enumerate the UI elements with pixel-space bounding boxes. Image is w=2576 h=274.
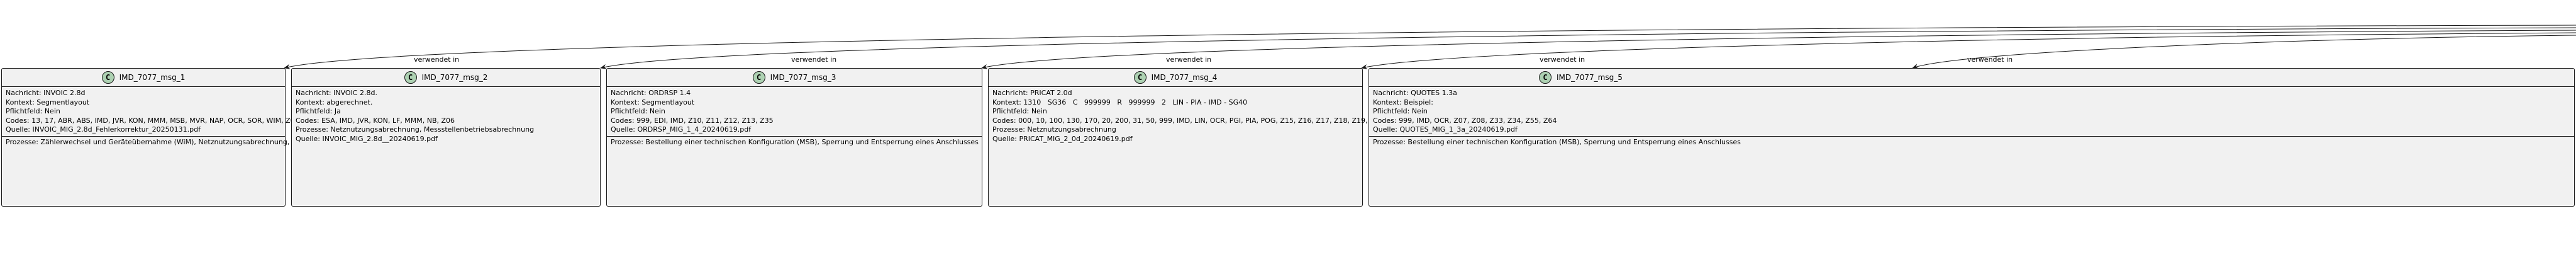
edge-to-msg-3 (981, 30, 2576, 69)
attribute-kontext: Kontext: 1310 SG36 C 999999 R 999999 2 L… (992, 98, 1248, 106)
edge-label-1: verwendet in (414, 55, 460, 64)
edge-to-msg-5 (1912, 35, 2576, 69)
class-node-msg-5[interactable]: C IMD_7077_msg_5 Nachricht: QUOTES 1.3a … (1368, 68, 2575, 207)
edge-to-msg-1 (284, 25, 2576, 69)
attribute-pflichtfeld: Pflichtfeld: Nein (1373, 107, 1428, 116)
class-node-divider (1369, 135, 2574, 137)
class-node-header: C IMD_7077_msg_3 (607, 69, 982, 87)
attribute-prozesse: Prozesse: Zählerwechsel und Geräteüberna… (6, 137, 578, 146)
attribute-kontext: Kontext: Segmentlayout (611, 98, 695, 106)
edge-label-3: verwendet in (1166, 55, 1212, 64)
attribute-nachricht: Nachricht: PRICAT 2.0d (992, 89, 1072, 97)
attribute-quelle: Quelle: INVOIC_MIG_2.8d__20240619.pdf (296, 134, 438, 143)
edge-label-5: verwendet in (1967, 55, 2013, 64)
class-node-divider (607, 135, 982, 137)
edge-to-msg-4 (1361, 32, 2576, 69)
attribute-codes: Codes: 999, EDI, IMD, Z10, Z11, Z12, Z13… (611, 116, 774, 125)
attribute-prozesse: Prozesse: Bestellung einer technischen K… (1373, 137, 1741, 146)
class-node-header: C IMD_7077_msg_1 (2, 69, 285, 87)
edge-label-2: verwendet in (791, 55, 837, 64)
attribute-quelle: Quelle: QUOTES_MIG_1_3a_20240619.pdf (1373, 125, 1518, 134)
class-c-icon: C (1133, 71, 1146, 84)
attribute-prozesse: Prozesse: Netznutzungsabrechnung (992, 125, 1116, 134)
class-node-title: IMD_7077_msg_5 (1557, 73, 1623, 82)
attribute-nachricht: Nachricht: ORDRSP 1.4 (611, 89, 691, 97)
attribute-pflichtfeld: Pflichtfeld: Nein (611, 107, 665, 116)
class-node-msg-4[interactable]: C IMD_7077_msg_4 Nachricht: PRICAT 2.0d … (988, 68, 1384, 207)
attribute-kontext: Kontext: Beispiel: (1373, 98, 1433, 106)
class-node-title: IMD_7077_msg_3 (770, 73, 836, 82)
attribute-pflichtfeld: Pflichtfeld: Nein (6, 107, 60, 116)
class-node-title: IMD_7077_msg_4 (1151, 73, 1218, 82)
attribute-kontext: Kontext: abgerechnet. (296, 98, 373, 106)
class-node-msg-3[interactable]: C IMD_7077_msg_3 Nachricht: ORDRSP 1.4 K… (606, 68, 982, 207)
class-node-msg-2[interactable]: C IMD_7077_msg_2 Nachricht: INVOIC 2.8d.… (291, 68, 601, 207)
attribute-quelle: Quelle: INVOIC_MIG_2.8d_Fehlerkorrektur_… (6, 125, 201, 134)
class-node-title: IMD_7077_msg_2 (421, 73, 488, 82)
class-c-icon: C (1539, 71, 1552, 84)
attribute-quelle: Quelle: PRICAT_MIG_2_0d_20240619.pdf (992, 134, 1133, 143)
class-node-divider (2, 135, 285, 137)
attribute-codes: Codes: 13, 17, ABR, ABS, IMD, JVR, KON, … (6, 116, 390, 125)
class-node-attributes: Nachricht: QUOTES 1.3a Kontext: Beispiel… (1369, 87, 2574, 135)
attribute-codes: Codes: ESA, IMD, JVR, KON, LF, MMM, NB, … (296, 116, 455, 125)
attribute-nachricht: Nachricht: INVOIC 2.8d. (296, 89, 377, 97)
class-node-msg-1[interactable]: C IMD_7077_msg_1 Nachricht: INVOIC 2.8d … (1, 68, 578, 207)
attribute-prozesse: Prozesse: Bestellung einer technischen K… (611, 137, 979, 146)
class-node-title: IMD_7077_msg_1 (119, 73, 186, 82)
attribute-prozesse: Prozesse: Netznutzungsabrechnung, Messst… (296, 125, 535, 134)
class-node-header: C IMD_7077_msg_5 (1369, 69, 2574, 87)
attribute-kontext: Kontext: Segmentlayout (6, 98, 90, 106)
edge-label-4: verwendet in (1540, 55, 1585, 64)
class-node-attributes: Nachricht: ORDRSP 1.4 Kontext: Segmentla… (607, 87, 982, 135)
attribute-nachricht: Nachricht: QUOTES 1.3a (1373, 89, 1457, 97)
attribute-pflichtfeld: Pflichtfeld: Ja (296, 107, 341, 116)
attribute-quelle: Quelle: ORDRSP_MIG_1_4_20240619.pdf (611, 125, 752, 134)
attribute-codes: Codes: 000, 10, 100, 130, 170, 20, 200, … (992, 116, 1384, 125)
class-c-icon: C (404, 71, 417, 84)
class-c-icon: C (101, 71, 114, 84)
class-node-attributes: Nachricht: INVOIC 2.8d Kontext: Segmentl… (2, 87, 390, 135)
class-node-attributes: Nachricht: INVOIC 2.8d. Kontext: abgerec… (292, 87, 600, 144)
attribute-codes: Codes: 999, IMD, OCR, Z07, Z08, Z33, Z34… (1373, 116, 1557, 125)
class-node-attributes: Nachricht: PRICAT 2.0d Kontext: 1310 SG3… (989, 87, 1384, 144)
class-node-header: C IMD_7077_msg_2 (292, 69, 600, 87)
edge-to-msg-2 (600, 27, 2576, 69)
attribute-nachricht: Nachricht: INVOIC 2.8d (6, 89, 86, 97)
attribute-pflichtfeld: Pflichtfeld: Nein (992, 107, 1047, 116)
class-c-icon: C (752, 71, 765, 84)
class-node-header: C IMD_7077_msg_4 (989, 69, 1362, 87)
